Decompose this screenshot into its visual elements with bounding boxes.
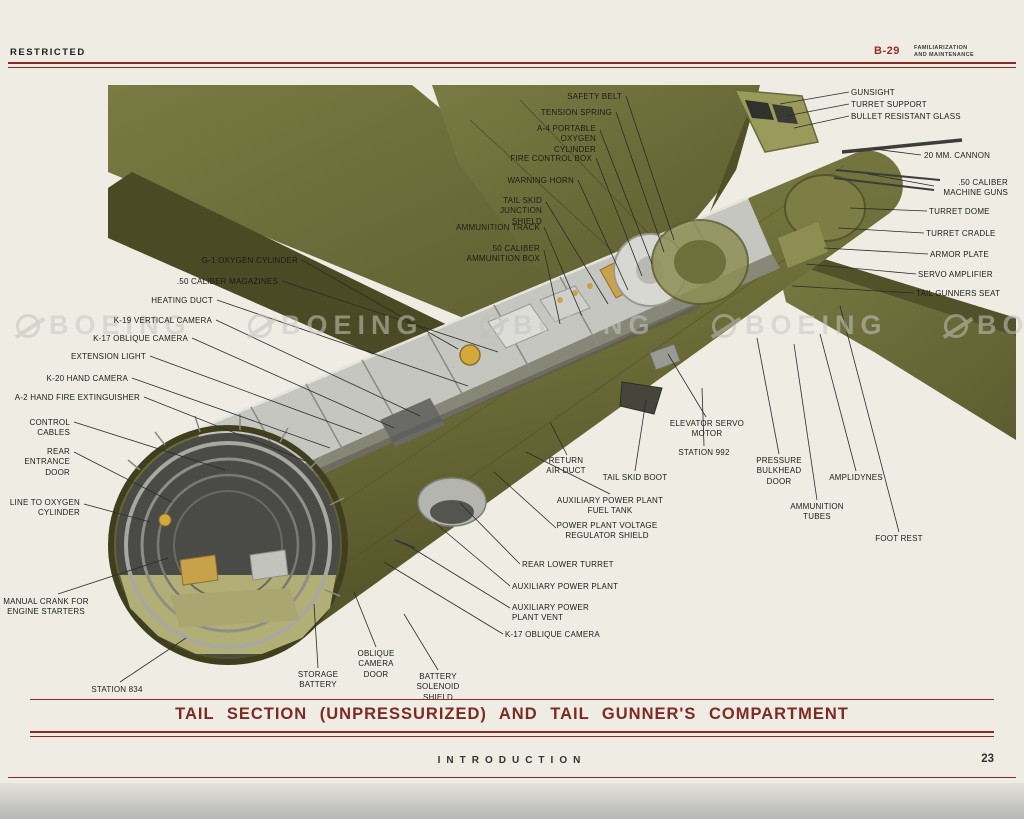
callout-label: PRESSURE BULKHEAD DOOR — [756, 456, 802, 486]
doc-subtitle-line2: AND MAINTENANCE — [914, 52, 975, 59]
callout-label: REAR ENTRANCE DOOR — [24, 447, 70, 477]
callout-label: POWER PLANT VOLTAGE REGULATOR SHIELD — [556, 521, 658, 541]
callout-label: A-2 HAND FIRE EXTINGUISHER — [14, 393, 140, 402]
callout-label: SAFETY BELT — [567, 92, 622, 101]
callout-label: BATTERY SOLENOID SHIELD — [416, 672, 460, 702]
callout-label: K-17 OBLIQUE CAMERA — [505, 630, 600, 639]
doc-subtitle-line1: FAMILIARIZATION — [914, 45, 968, 51]
leader-lines — [57, 91, 935, 683]
callout-label: BULLET RESISTANT GLASS — [851, 112, 961, 121]
callout-label: TAIL GUNNERS SEAT — [916, 289, 1001, 298]
callout-label: ARMOR PLATE — [930, 250, 989, 259]
callout-label: FOOT REST — [875, 534, 923, 543]
callout-label: SERVO AMPLIFIER — [918, 270, 993, 279]
interior-cutaway — [195, 196, 780, 512]
callout-label: K-20 HAND CAMERA — [46, 374, 128, 383]
callout-label: RETURN AIR DUCT — [546, 456, 586, 476]
callout-label: FIRE CONTROL BOX — [510, 154, 592, 163]
callout-label: AMMUNITION TUBES — [790, 502, 844, 522]
callout-label: K-17 OBLIQUE CAMERA — [93, 334, 188, 343]
doc-code: B-29 — [874, 45, 900, 57]
callout-label: .50 CALIBER AMMUNITION BOX — [466, 244, 540, 264]
callout-label: TENSION SPRING — [540, 108, 612, 117]
page-number: 23 — [981, 753, 994, 765]
callout-label: AUXILIARY POWER PLANT VENT — [512, 603, 589, 623]
callout-label: MANUAL CRANK FOR ENGINE STARTERS — [3, 597, 89, 617]
callout-label: STORAGE BATTERY — [297, 670, 339, 690]
callout-label: STATION 992 — [678, 448, 730, 457]
tail-gunner-compartment — [733, 89, 963, 268]
footer-section-label: INTRODUCTION — [437, 755, 587, 766]
callout-label: .50 CALIBER MACHINE GUNS — [943, 178, 1008, 198]
callout-label: 20 MM. CANNON — [924, 151, 991, 160]
callout-label: TAIL SKID BOOT — [602, 473, 668, 482]
callout-label: AUXILIARY POWER PLANT FUEL TANK — [556, 496, 664, 516]
callout-label: GUNSIGHT — [851, 88, 895, 97]
title-rule-above — [30, 699, 994, 700]
callout-label: K-19 VERTICAL CAMERA — [113, 316, 212, 325]
callout-label: TURRET CRADLE — [926, 229, 996, 238]
callout-label: CONTROL CABLES — [29, 418, 70, 438]
open-cross-section — [108, 414, 348, 665]
header-rule — [8, 62, 1016, 68]
callout-label: AUXILIARY POWER PLANT — [512, 582, 619, 591]
callout-label: STATION 834 — [91, 685, 143, 694]
underside-details — [394, 381, 663, 549]
callout-label: TAIL SKID JUNCTION SHIELD — [499, 196, 542, 226]
callout-label: LINE TO OXYGEN CYLINDER — [9, 498, 80, 518]
callout-label: ELEVATOR SERVO MOTOR — [669, 419, 745, 439]
callout-label: HEATING DUCT — [151, 296, 213, 305]
tail-surfaces — [108, 85, 1016, 440]
callout-label: .50 CALIBER MAGAZINES — [176, 277, 278, 286]
callout-label: OBLIQUE CAMERA DOOR — [357, 649, 395, 679]
callout-label: TURRET DOME — [929, 207, 990, 216]
callout-label: G-1 OXYGEN CYLINDER — [201, 256, 298, 265]
footer-rule — [8, 777, 1016, 778]
restricted-stamp: RESTRICTED — [10, 47, 86, 58]
callout-label: EXTENSION LIGHT — [70, 352, 146, 361]
callout-label: A-4 PORTABLE OXYGEN CYLINDER — [536, 124, 596, 154]
callout-label: TURRET SUPPORT — [851, 100, 927, 109]
doc-subtitle: FAMILIARIZATION AND MAINTENANCE — [914, 45, 974, 60]
title-rule-below — [30, 731, 994, 737]
scan-edge — [0, 783, 1024, 819]
callout-label: WARNING HORN — [507, 176, 574, 185]
callout-label: AMMUNITION TRACK — [456, 223, 540, 232]
callout-label: REAR LOWER TURRET — [522, 560, 614, 569]
callout-label: AMPLIDYNES — [829, 473, 883, 482]
figure-title: TAIL SECTION (UNPRESSURIZED) AND TAIL GU… — [175, 705, 849, 723]
